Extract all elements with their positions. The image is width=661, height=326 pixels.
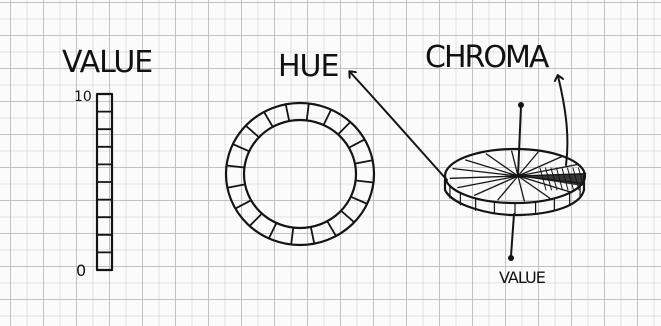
chroma-title: CHROMA [425, 40, 550, 75]
hue-segment-divider [351, 197, 367, 204]
value-top-label: 10 [74, 89, 92, 105]
chroma-wedge [518, 174, 584, 186]
hue-segment-divider [311, 227, 314, 244]
value-scale-steps [97, 112, 112, 253]
hue-segment-divider [286, 104, 289, 121]
chroma-arrow [558, 76, 567, 165]
chroma-axis-label: VALUE [499, 268, 546, 287]
hue-segment-divider [235, 200, 251, 208]
hue-segment-divider [341, 211, 354, 223]
hue-segment-divider [264, 112, 273, 127]
hue-wheel-segments [227, 104, 374, 245]
hue-segment-divider [233, 144, 249, 151]
hue-title: HUE [278, 49, 339, 84]
chroma-axis-bottom [511, 214, 514, 256]
hue-segment-divider [307, 104, 309, 121]
hue-segment-divider [291, 228, 293, 245]
hue-segment-divider [227, 184, 245, 187]
hue-segment-divider [349, 139, 365, 147]
hue-segment-divider [269, 223, 277, 238]
value-bottom-label: 0 [76, 261, 86, 280]
hue-wheel: HUE [226, 49, 374, 245]
hue-segment-divider [250, 214, 262, 226]
chroma-disc: CHROMA VALUE [350, 40, 586, 287]
hue-segment-divider [324, 110, 332, 125]
hue-segment-divider [246, 126, 259, 138]
hue-wheel-inner-ring [244, 120, 356, 228]
chroma-spoke [475, 176, 518, 195]
hue-wheel-outer-ring [226, 103, 374, 245]
chroma-axis-top [518, 106, 521, 176]
hue-segment-divider [338, 122, 350, 134]
value-scale: VALUE 10 0 [62, 45, 152, 280]
hue-segment-divider [227, 166, 245, 168]
hue-segment-divider [327, 221, 336, 236]
value-title: VALUE [62, 45, 152, 80]
chroma-axis-bottom-dot [508, 255, 514, 261]
chroma-disc-rim-marks [450, 186, 580, 215]
hue-segment-divider [355, 160, 373, 163]
chroma-axis-top-dot [518, 102, 524, 108]
chroma-spoke [518, 157, 561, 176]
hue-arrow [350, 72, 447, 180]
hue-segment-divider [356, 180, 374, 182]
